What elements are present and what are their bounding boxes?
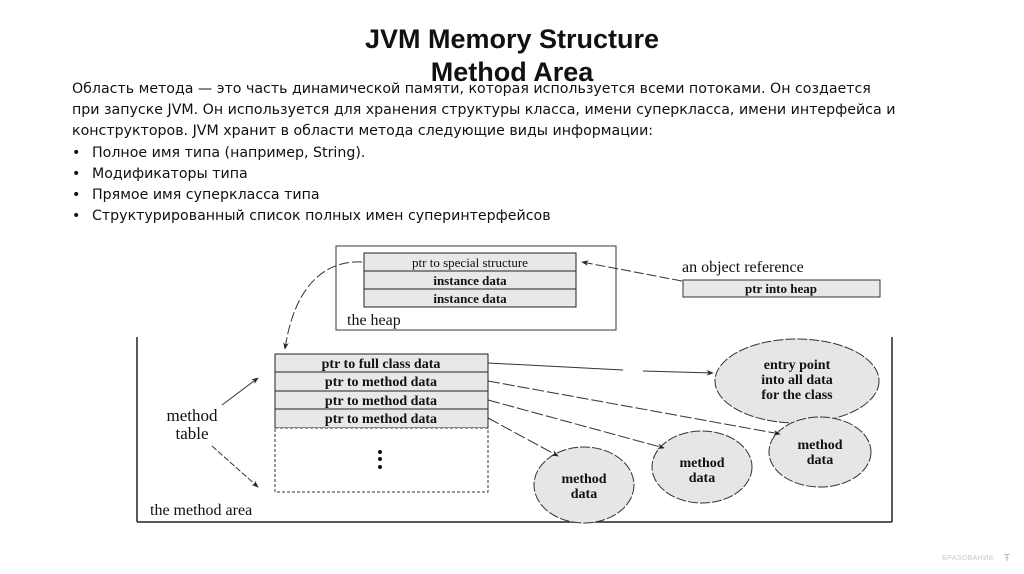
arrow-ref-to-heap bbox=[581, 260, 683, 282]
arrow-label-to-table-bottom bbox=[211, 445, 259, 488]
heap-row-instance-data bbox=[363, 288, 577, 308]
method-table-row-label: ptr to method data bbox=[325, 375, 437, 390]
entry-point-label: for the class bbox=[761, 388, 833, 403]
bullet-icon: • bbox=[72, 145, 81, 161]
heap-box: ptr to special structure instance data i… bbox=[335, 245, 617, 331]
method-data-label: method bbox=[679, 456, 724, 471]
bullet-text: Структурированный список полных имен суп… bbox=[92, 208, 551, 224]
method-area-label: the method area bbox=[150, 502, 252, 519]
bullet-icon: • bbox=[72, 187, 81, 203]
ellipsis-dot bbox=[378, 465, 382, 469]
slide-title: JVM Memory Structure bbox=[364, 24, 660, 54]
object-reference-cell bbox=[682, 279, 881, 298]
heap-row-label: instance data bbox=[433, 273, 507, 288]
arrow-method-to-data bbox=[487, 417, 559, 457]
bullet-text: Модификаторы типа bbox=[92, 166, 248, 182]
arrow-label-to-table-top bbox=[221, 377, 259, 406]
heap-row-label: instance data bbox=[433, 291, 507, 306]
bullet-icon: • bbox=[72, 208, 81, 224]
intro-paragraph: Область метода — это часть динамической … bbox=[72, 81, 896, 139]
arrow-heap-to-class bbox=[283, 261, 363, 350]
method-data-label: method bbox=[561, 472, 606, 487]
method-table-label: table bbox=[175, 424, 208, 443]
bullet-text: Полное имя типа (например, String). bbox=[92, 145, 366, 161]
method-data-node: method data bbox=[533, 446, 635, 524]
method-table: ptr to full class data ptr to method dat… bbox=[274, 353, 489, 493]
arrow-method-to-data bbox=[487, 399, 665, 450]
bullet-item: • Модификаторы типа bbox=[72, 164, 551, 185]
entry-point-label: entry point bbox=[764, 358, 831, 373]
method-data-label: data bbox=[807, 453, 833, 468]
object-reference: an object reference ptr into heap bbox=[682, 259, 881, 298]
method-data-label: method bbox=[797, 438, 842, 453]
bullet-icon: • bbox=[72, 166, 81, 182]
arrow-class-to-entry-point bbox=[487, 362, 713, 373]
object-reference-cell-label: ptr into heap bbox=[745, 281, 817, 296]
method-table-label: method bbox=[167, 406, 218, 425]
watermark-text: БРАЗОВАНИЕ bbox=[942, 555, 994, 562]
bullet-text: Прямое имя суперкласса типа bbox=[92, 187, 320, 203]
bullet-item: • Структурированный список полных имен су… bbox=[72, 206, 551, 227]
bullet-item: • Полное имя типа (например, String). bbox=[72, 143, 551, 164]
entry-point-label: into all data bbox=[761, 373, 833, 388]
heap-label: the heap bbox=[347, 312, 401, 329]
method-area-box: the method area bbox=[136, 337, 893, 523]
heap-row-label: ptr to special structure bbox=[412, 255, 528, 270]
bullet-item: • Прямое имя суперкласса типа bbox=[72, 185, 551, 206]
method-table-row-label: ptr to method data bbox=[325, 412, 437, 427]
method-data-node: method data bbox=[768, 416, 872, 488]
method-data-label: data bbox=[689, 471, 715, 486]
watermark-logo-icon: Ŧ bbox=[1003, 553, 1010, 564]
method-data-label: data bbox=[571, 487, 597, 502]
method-data-node: method data bbox=[651, 430, 753, 504]
method-table-row-label: ptr to method data bbox=[325, 394, 437, 409]
method-table-row-label: ptr to full class data bbox=[322, 357, 441, 372]
ellipsis-dot bbox=[378, 457, 382, 461]
ellipsis-dot bbox=[378, 450, 382, 454]
info-bullet-list: • Полное имя типа (например, String). • Мо… bbox=[72, 143, 551, 227]
slide-subtitle: Method Area bbox=[430, 57, 594, 87]
entry-point-node: entry point into all data for the class bbox=[714, 338, 880, 424]
arrow-method-to-data bbox=[487, 380, 781, 436]
object-reference-label: an object reference bbox=[682, 259, 804, 276]
